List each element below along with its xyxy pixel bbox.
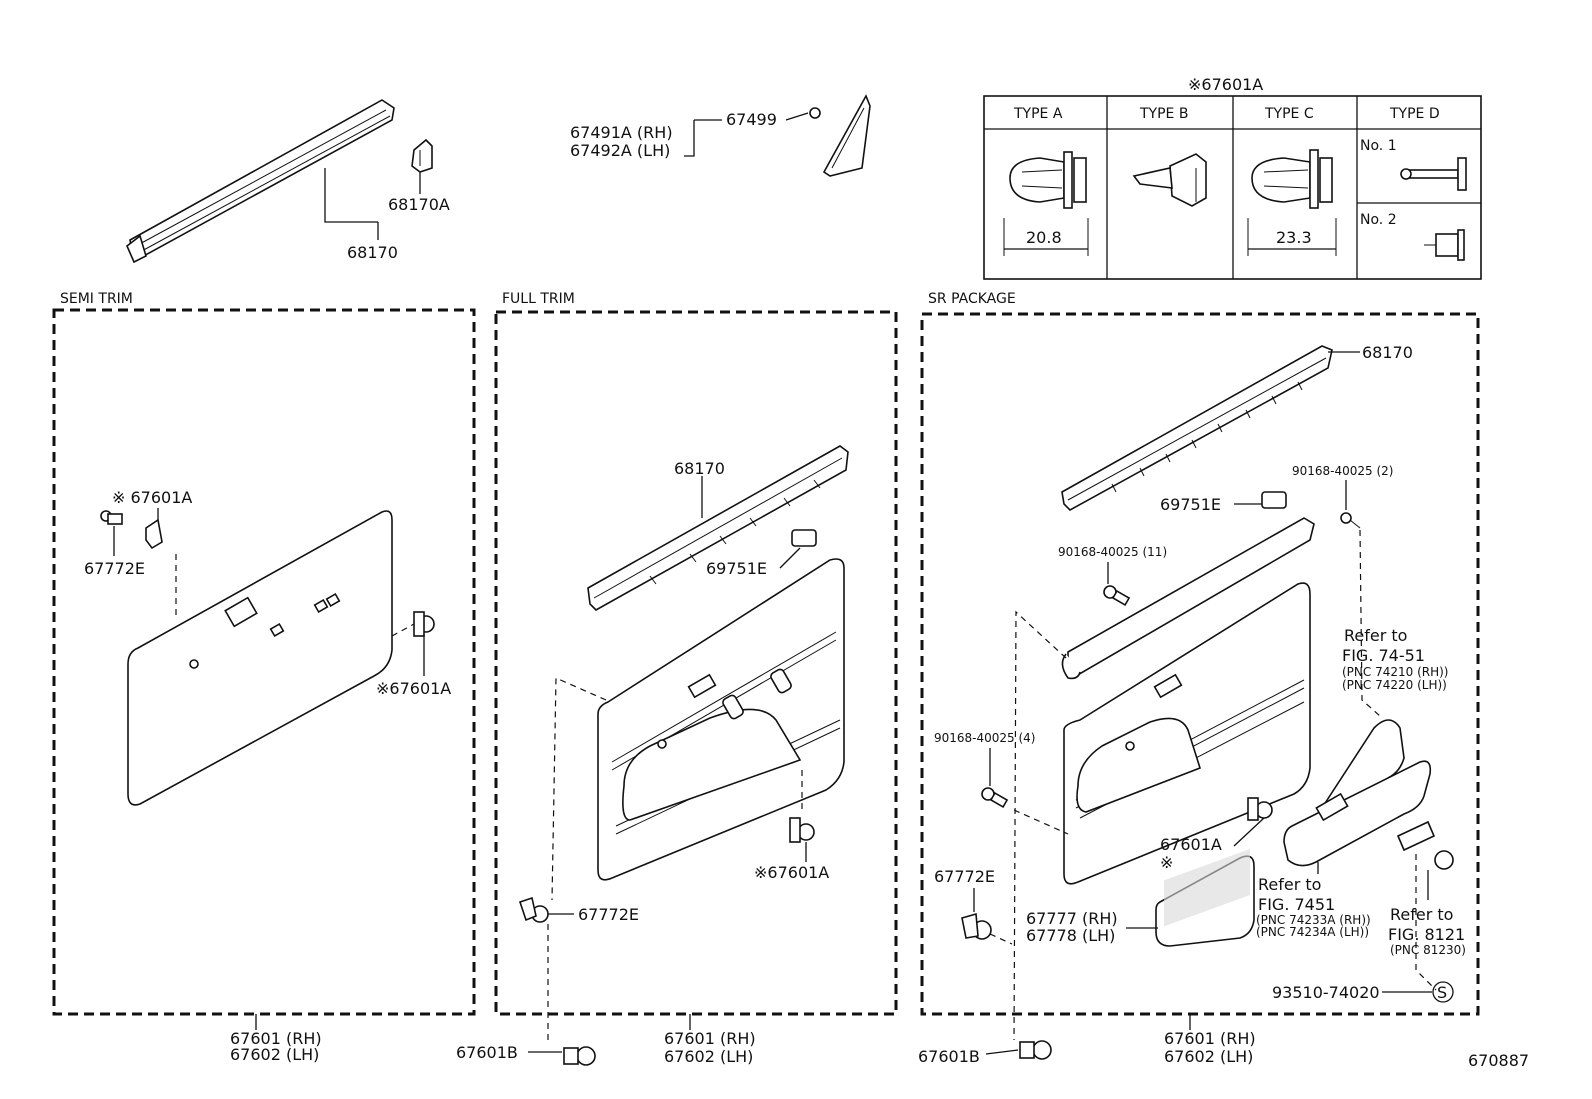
sr-label-93510-74020: 93510-74020: [1272, 983, 1380, 1002]
sr-label-screw-11: 90168-40025 (11): [1058, 545, 1167, 559]
type-a-dimension: 20.8: [1026, 228, 1062, 247]
figure-number: 670887: [1468, 1051, 1529, 1070]
sr-bolt-illustration: [1019, 1040, 1052, 1060]
sr-label-67601a: 67601A: [1160, 835, 1222, 854]
sr-lamp-pnc: (PNC 81230): [1390, 943, 1466, 957]
sr-screw-2-illustration: [1340, 512, 1361, 529]
sr-label-67601b: 67601B: [918, 1047, 980, 1066]
sr-armrest-pnc-1: (PNC 74210 (RH)): [1342, 665, 1448, 679]
type-d-no1-pin-illustration: [1400, 157, 1467, 191]
semi-label-67601a-side: ※67601A: [376, 679, 451, 698]
sr-screw-illustration: [961, 912, 992, 940]
sr-pocket-illustration: [1155, 849, 1255, 947]
type-a-clip-illustration: [1009, 151, 1087, 209]
sr-pocket-pnc-2: (PNC 74234A (LH)): [1256, 925, 1369, 939]
sr-s-mark: S: [1437, 983, 1447, 1002]
sr-weatherstrip-illustration: [1061, 345, 1333, 511]
label-67491a-rh: 67491A (RH): [570, 123, 673, 142]
type-d-no2-pin-illustration: [1424, 229, 1465, 261]
sr-label-68170: 68170: [1362, 343, 1413, 362]
sr-pocket-ref-2: FIG. 7451: [1258, 895, 1335, 914]
sr-screw-4-illustration: [981, 787, 1009, 809]
type-c-clip-illustration: [1251, 149, 1333, 209]
mirror-cover-illustration: [809, 94, 871, 177]
full-label-69751e: 69751E: [706, 559, 767, 578]
full-trim-frame: [494, 310, 898, 1016]
semi-label-67601a-top: ※ 67601A: [112, 488, 192, 507]
semi-label-67601-rh: 67601 (RH): [230, 1029, 322, 1048]
full-label-67772e: 67772E: [578, 905, 639, 924]
semi-trim-clip-illustration: [145, 518, 163, 550]
type-c-dimension: 23.3: [1276, 228, 1312, 247]
full-trim-weatherstrip-illustration: [587, 445, 849, 611]
full-trim-bolt-illustration: [563, 1046, 596, 1066]
full-trim-clip-illustration: [789, 817, 815, 843]
full-trim-board-illustration: [597, 558, 845, 881]
semi-trim-frame: [52, 308, 476, 1016]
top-weatherstrip-illustration: [126, 99, 395, 264]
label-top-68170a: 68170A: [388, 195, 450, 214]
sr-lamp-ref-1: Refer to: [1390, 905, 1453, 924]
full-label-68170: 68170: [674, 459, 725, 478]
full-label-67602-lh: 67602 (LH): [664, 1047, 753, 1066]
sr-pocket-pnc-1: (PNC 74233A (RH)): [1256, 913, 1371, 927]
s-mark-icon: [1432, 981, 1454, 1003]
semi-trim-screw-illustration: [100, 510, 123, 525]
full-label-67601a: ※67601A: [754, 863, 829, 882]
full-trim-knob-illustration: [791, 529, 817, 547]
full-trim-screw-illustration: [518, 896, 549, 923]
sr-label-screw-2: 90168-40025 (2): [1292, 464, 1394, 478]
type-d-no2: No. 2: [1360, 212, 1397, 228]
semi-label-67602-lh: 67602 (LH): [230, 1045, 319, 1064]
sr-armrest-pnc-2: (PNC 74220 (LH)): [1342, 678, 1447, 692]
table-header-type-c: TYPE C: [1264, 106, 1314, 122]
sr-armrest-ref-2: FIG. 74-51: [1342, 646, 1425, 665]
sr-clip-illustration: [1247, 797, 1273, 821]
semi-trim-title: SEMI TRIM: [60, 291, 133, 307]
sr-label-67778-lh: 67778 (LH): [1026, 926, 1115, 945]
semi-trim-side-clip-illustration: [413, 611, 435, 637]
sr-label-screw-4: 90168-40025 (4): [934, 731, 1036, 745]
clip-type-table: ※67601A TYPE A TYPE B TYPE C TYPE D 20.8: [983, 75, 1482, 280]
semi-label-67772e: 67772E: [84, 559, 145, 578]
label-67499: 67499: [726, 110, 777, 129]
sr-armrest-ref-1: Refer to: [1344, 626, 1407, 645]
sr-armrest-lower-illustration: [1283, 760, 1432, 867]
sr-label-67602-lh: 67602 (LH): [1164, 1047, 1253, 1066]
label-67492a-lh: 67492A (LH): [570, 141, 670, 160]
label-top-68170: 68170: [347, 243, 398, 262]
semi-trim-board-illustration: [127, 510, 393, 806]
sr-label-67777-rh: 67777 (RH): [1026, 909, 1118, 928]
table-header-type-b: TYPE B: [1139, 106, 1188, 122]
sr-package-frame: [920, 312, 1480, 1016]
full-label-67601-rh: 67601 (RH): [664, 1029, 756, 1048]
sr-upper-garnish-illustration: [1061, 517, 1315, 680]
type-b-clip-illustration: [1132, 153, 1207, 207]
full-label-67601b: 67601B: [456, 1043, 518, 1062]
sr-pocket-ref-1: Refer to: [1258, 875, 1321, 894]
clip-table-title: ※67601A: [1188, 75, 1263, 94]
sr-lamp-illustration: [1396, 820, 1454, 870]
sr-label-67601-rh: 67601 (RH): [1164, 1029, 1256, 1048]
sr-knob-illustration: [1261, 491, 1287, 509]
full-trim-title: FULL TRIM: [502, 291, 575, 307]
sr-label-69751e: 69751E: [1160, 495, 1221, 514]
type-d-no1: No. 1: [1360, 138, 1397, 154]
sr-package-title: SR PACKAGE: [928, 291, 1016, 307]
sr-lamp-ref-2: FIG. 8121: [1388, 925, 1465, 944]
table-header-type-d: TYPE D: [1389, 106, 1440, 122]
sr-screw-11-illustration: [1103, 585, 1131, 607]
clip-68170a-illustration: [411, 138, 433, 173]
sr-label-67772e: 67772E: [934, 867, 995, 886]
sr-label-67601a-mark: ※: [1160, 853, 1173, 872]
table-header-type-a: TYPE A: [1013, 106, 1063, 122]
